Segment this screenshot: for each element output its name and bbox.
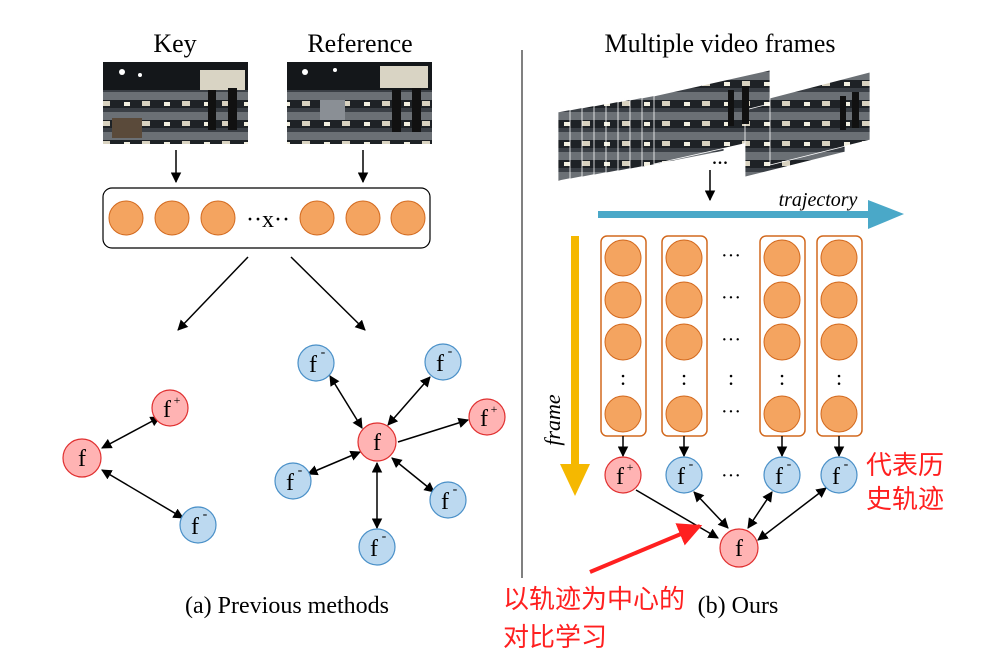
prev-star-graph: f f - f - f + f - f - f - bbox=[274, 343, 506, 566]
ours-sup-plus: + bbox=[627, 460, 634, 474]
annotation-history-1: 代表历 bbox=[866, 451, 944, 481]
sup-minus-star-3: - bbox=[298, 463, 303, 478]
sup-minus-star-2: - bbox=[448, 344, 453, 359]
gap-dots-4: ··· bbox=[721, 401, 741, 423]
col1-colon: : bbox=[620, 365, 626, 390]
frames-ellipsis: ... bbox=[712, 144, 729, 169]
node-f-minus-star-3: f bbox=[286, 470, 294, 496]
node-f-anchor-star: f bbox=[373, 430, 381, 456]
ours-node-f-minus-2: f bbox=[775, 464, 783, 490]
feature-circles bbox=[108, 200, 426, 236]
gap-dots-1: ··· bbox=[721, 245, 741, 267]
annotation-contrast-2: 对比学习 bbox=[503, 623, 607, 653]
node-f-minus-left: f bbox=[191, 514, 199, 540]
node-f-anchor-left: f bbox=[78, 446, 86, 472]
ours-node-f-minus-3: f bbox=[832, 464, 840, 490]
gap-colon: : bbox=[728, 365, 734, 390]
ours-node-dots: ··· bbox=[721, 465, 741, 487]
sup-plus-left: + bbox=[174, 393, 181, 407]
feature-column-4: : bbox=[816, 235, 863, 437]
frames-title: Multiple video frames bbox=[604, 29, 835, 58]
reference-photo bbox=[287, 62, 432, 144]
annotation-red-arrow bbox=[589, 523, 703, 574]
sup-plus-star: + bbox=[491, 402, 498, 416]
trajectory-label: trajectory bbox=[779, 189, 858, 211]
sup-minus-star-1: - bbox=[321, 345, 326, 360]
gap-dots-2: ··· bbox=[721, 287, 741, 309]
node-f-minus-star-5: f bbox=[370, 536, 378, 562]
column-gap-dots: ··· ··· ··· : ··· bbox=[721, 245, 741, 423]
feature-box bbox=[102, 187, 431, 249]
sup-minus-star-5: - bbox=[382, 529, 387, 544]
prev-pair-graph: f f + f - bbox=[62, 389, 217, 544]
feature-column-3: : bbox=[759, 235, 806, 437]
node-f-minus-star-2: f bbox=[436, 351, 444, 377]
annotation-history-2: 史轨迹 bbox=[866, 485, 944, 515]
ours-graph: f + f - ··· f - f - f bbox=[604, 456, 858, 568]
ours-sup-minus-1: - bbox=[689, 457, 694, 472]
node-f-minus-star-4: f bbox=[441, 489, 449, 515]
reference-label: Reference bbox=[307, 29, 412, 58]
ours-sup-minus-3: - bbox=[844, 457, 849, 472]
trajectory-arrow bbox=[598, 200, 904, 229]
feature-column-2: : bbox=[661, 235, 708, 437]
gap-dots-3: ··· bbox=[721, 329, 741, 351]
frame-label: frame bbox=[540, 394, 565, 446]
caption-ours: (b) Ours bbox=[698, 593, 779, 619]
ours-sup-minus-2: - bbox=[787, 457, 792, 472]
video-frames-stack bbox=[557, 69, 871, 182]
node-f-plus-star: f bbox=[480, 406, 488, 432]
node-f-minus-star-1: f bbox=[309, 352, 317, 378]
feature-column-1: : bbox=[600, 235, 647, 437]
caption-previous: (a) Previous methods bbox=[185, 593, 389, 619]
col2-colon: : bbox=[681, 365, 687, 390]
sup-minus-left: - bbox=[203, 507, 208, 522]
frame-arrow bbox=[560, 236, 590, 496]
node-f-plus-left: f bbox=[163, 397, 171, 423]
col4-colon: : bbox=[836, 365, 842, 390]
key-photo bbox=[103, 62, 248, 144]
ours-node-f-plus: f bbox=[616, 464, 624, 490]
annotation-contrast-1: 以轨迹为中心的 bbox=[503, 585, 685, 615]
col3-colon: : bbox=[779, 365, 785, 390]
key-label: Key bbox=[153, 29, 196, 58]
ours-node-f-minus-1: f bbox=[677, 464, 685, 490]
cross-op: ··x·· bbox=[246, 207, 290, 233]
ours-node-f-anchor: f bbox=[735, 536, 743, 562]
sup-minus-star-4: - bbox=[453, 482, 458, 497]
